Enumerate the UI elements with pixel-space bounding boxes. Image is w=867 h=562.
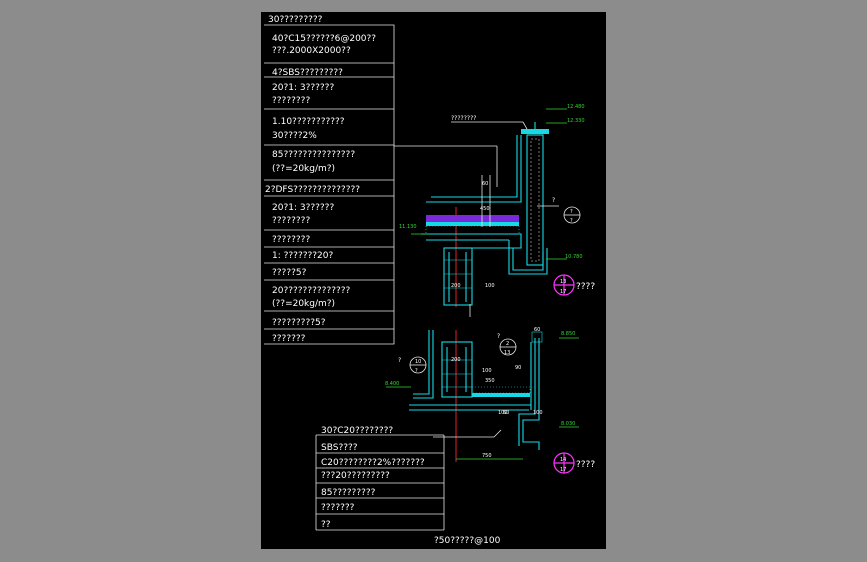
elevation-label: 12.330 bbox=[567, 118, 585, 124]
upper-note-line: 4?SBS????????? bbox=[272, 68, 343, 78]
dimension-label: 100 bbox=[482, 368, 492, 374]
elevation-labels: 12.480 12.330 11.130 10.780 8.850 8.400 … bbox=[385, 104, 585, 427]
drawing-sheet: 30????????? 40?C15??????6@200?? ???.2000… bbox=[261, 12, 606, 549]
lower-note-line: 85????????? bbox=[321, 488, 376, 498]
detail-index-side: ? bbox=[398, 357, 401, 364]
detail-index-bottom: ? bbox=[415, 368, 418, 374]
lower-note-line: C20????????2%??????? bbox=[321, 458, 425, 468]
detail-index-side: ? bbox=[497, 333, 500, 340]
section-index-label: ???? bbox=[576, 460, 595, 470]
detail-index-marks: ? ? ? 2 13 ? 10 ? ? bbox=[398, 197, 581, 374]
elevation-label: 12.480 bbox=[567, 104, 585, 110]
lower-notes-table: 30?C20???????? SBS???? C20????????2%????… bbox=[315, 426, 501, 546]
section-index-top: 14 bbox=[560, 457, 566, 463]
dimension-label: 100 bbox=[533, 410, 543, 416]
bottom-caption: ?50?????@100 bbox=[434, 536, 501, 546]
dimension-label: 200 bbox=[451, 357, 461, 363]
detail-index-bottom: ? bbox=[570, 218, 573, 224]
section-index-top: 13 bbox=[560, 279, 566, 285]
section-index-bottom: 17 bbox=[560, 467, 566, 473]
dimension-label: 60 bbox=[503, 410, 509, 416]
upper-note-line: 30????2% bbox=[272, 131, 317, 141]
upper-note-line: ???????? bbox=[272, 235, 310, 245]
upper-note-line: 20?1: 3?????? bbox=[272, 203, 334, 213]
upper-note-line: 20?1: 3?????? bbox=[272, 83, 334, 93]
detail-index-bottom: 13 bbox=[504, 350, 510, 356]
upper-note-line: (??=20kg/m?) bbox=[272, 164, 335, 174]
detail-index-top: 10 bbox=[415, 359, 421, 365]
upper-section-detail: ???????? bbox=[411, 108, 567, 317]
dimension-label: 100 bbox=[498, 410, 508, 416]
upper-note-line: ???????? bbox=[272, 216, 310, 226]
dimension-label: 450 bbox=[480, 206, 490, 212]
lower-section-detail bbox=[386, 330, 579, 462]
upper-note-line: 1: ???????20? bbox=[272, 251, 334, 261]
lower-note-line: ??????? bbox=[321, 503, 355, 513]
upper-notes-table: 30????????? 40?C15??????6@200?? ???.2000… bbox=[264, 15, 498, 345]
lower-note-line: SBS???? bbox=[321, 443, 358, 453]
upper-note-line: 2?DFS?????????????? bbox=[265, 185, 360, 195]
upper-note-line: ?????????5? bbox=[272, 318, 326, 328]
lower-note-line: 30?C20???????? bbox=[321, 426, 393, 436]
upper-note-line: 30????????? bbox=[268, 15, 323, 25]
dimension-label: 200 bbox=[451, 283, 461, 289]
upper-note-line: 20?????????????? bbox=[272, 286, 351, 296]
detail-index-top: ? bbox=[570, 209, 573, 215]
upper-note-line: ???.2000X2000?? bbox=[272, 46, 351, 56]
lower-note-line: ?? bbox=[321, 520, 331, 530]
upper-note-line: ??????? bbox=[272, 334, 306, 344]
elevation-label: 11.130 bbox=[399, 224, 417, 230]
detail-index-side: ? bbox=[552, 197, 555, 204]
dimension-label: 750 bbox=[482, 453, 492, 459]
section-index-bottom: 17 bbox=[560, 289, 566, 295]
elevation-label: 8.850 bbox=[561, 331, 575, 337]
elevation-label: 10.780 bbox=[565, 254, 583, 260]
detail-index-top: 2 bbox=[506, 341, 509, 347]
upper-note-line: (??=20kg/m?) bbox=[272, 299, 335, 309]
cad-drawing: 30????????? 40?C15??????6@200?? ???.2000… bbox=[264, 15, 595, 546]
dimension-label: 90 bbox=[515, 365, 521, 371]
section-index-label: ???? bbox=[576, 282, 595, 292]
upper-note-line: 1.10??????????? bbox=[272, 117, 345, 127]
dimension-label: 100 bbox=[485, 283, 495, 289]
upper-note-line: ?????5? bbox=[272, 268, 307, 278]
section-index-marks: 13 17 ???? 14 17 ???? bbox=[553, 274, 595, 474]
upper-note-line: ???????? bbox=[272, 96, 310, 106]
callout-label: ???????? bbox=[451, 115, 476, 122]
dimension-label: 60 bbox=[534, 327, 540, 333]
dimension-label: 350 bbox=[485, 378, 495, 384]
elevation-label: 8.030 bbox=[561, 421, 575, 427]
upper-note-line: 85??????????????? bbox=[272, 150, 355, 160]
dimension-labels: 60 450 200 100 200 100 60 350 90 100 60 … bbox=[451, 181, 543, 459]
elevation-label: 8.400 bbox=[385, 381, 399, 387]
upper-note-line: 40?C15??????6@200?? bbox=[272, 34, 376, 44]
dimension-label: 60 bbox=[482, 181, 488, 187]
lower-note-line: ???20????????? bbox=[321, 471, 390, 481]
